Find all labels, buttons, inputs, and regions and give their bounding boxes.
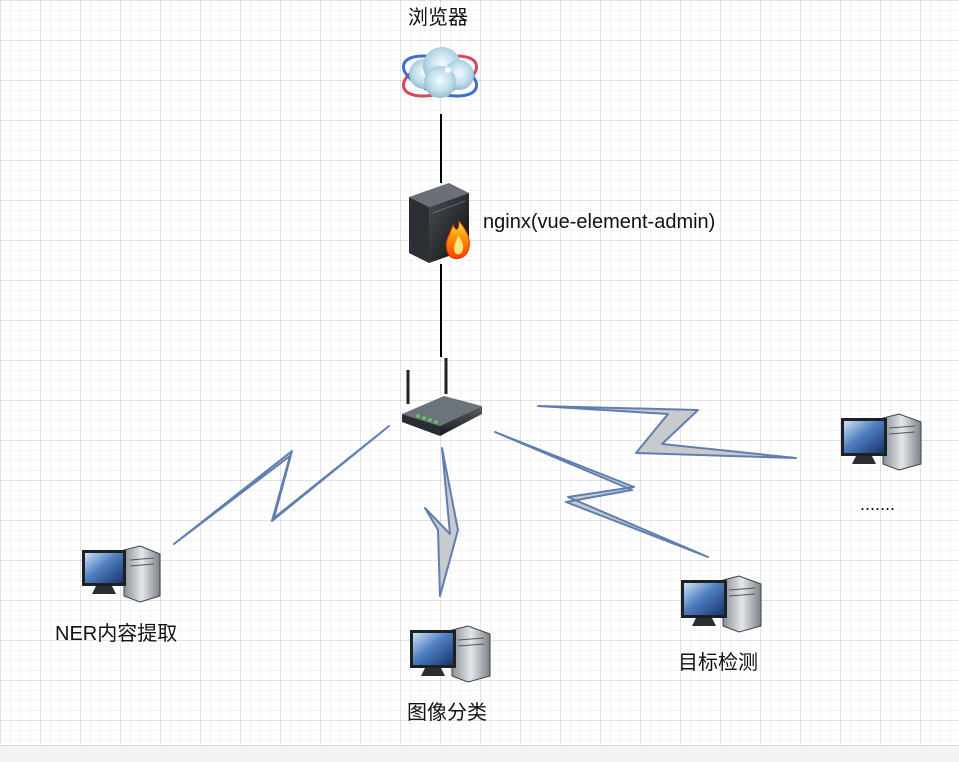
object-detection-label: 目标检测 xyxy=(678,652,758,674)
computer-more-icon xyxy=(841,413,922,471)
lightning-link-image-classification xyxy=(424,447,459,597)
ner-label: NER内容提取 xyxy=(55,623,178,645)
lightning-link-ner xyxy=(173,425,390,545)
footer-scroll-bar[interactable] xyxy=(0,745,959,762)
computer-image-classification-icon xyxy=(410,625,491,683)
computer-object-detection-icon xyxy=(681,575,762,633)
wireless-router-icon xyxy=(402,358,482,436)
nginx-label: nginx(vue-element-admin) xyxy=(483,211,716,233)
diagram-graphics xyxy=(82,47,922,683)
lightning-link-more xyxy=(537,405,797,459)
firewall-server-icon xyxy=(409,183,470,263)
more-label: ....... xyxy=(860,494,896,514)
browser-label: 浏览器 xyxy=(408,7,468,29)
image-classification-label: 图像分类 xyxy=(407,702,487,724)
lightning-link-object-detection xyxy=(494,431,709,558)
browser-globe-icon xyxy=(401,47,479,98)
computer-ner-icon xyxy=(82,545,161,603)
